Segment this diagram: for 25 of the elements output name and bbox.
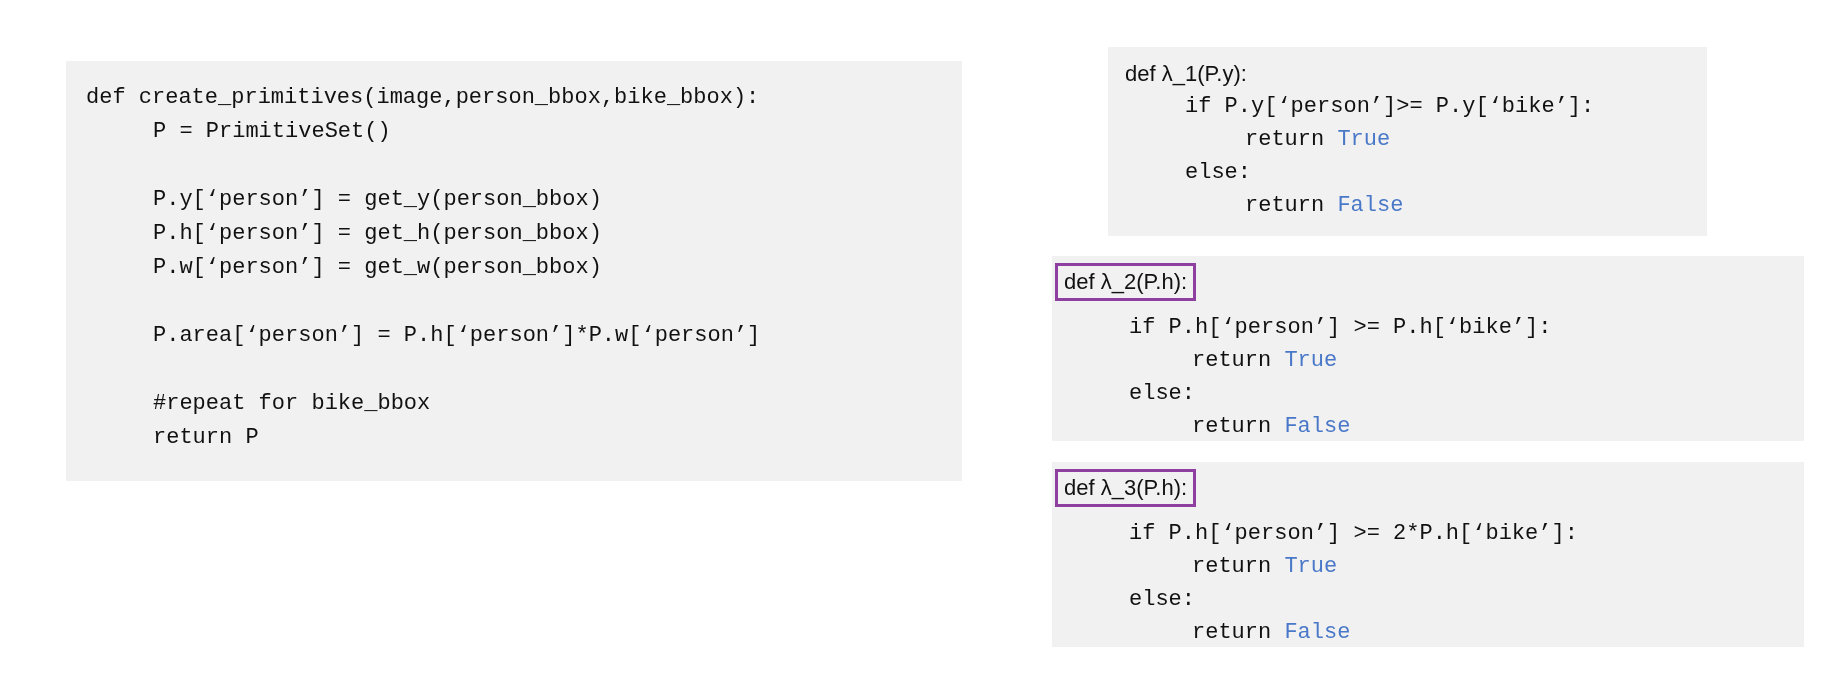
code-line: return False (1192, 413, 1351, 441)
code-line: P.w[‘person’] = get_w(person_bbox) (153, 254, 602, 282)
code-line: else: (1129, 380, 1195, 408)
code-line: if P.y[‘person’]>= P.y[‘bike’]: (1185, 93, 1595, 121)
code-block (1052, 462, 1804, 647)
code-line: P.h[‘person’] = get_h(person_bbox) (153, 220, 602, 248)
code-line: if P.h[‘person’] >= 2*P.h[‘bike’]: (1129, 520, 1578, 548)
code-line: return True (1192, 553, 1338, 581)
code-line: #repeat for bike_bbox (153, 390, 431, 418)
highlighted-signature: def λ_3(P.h): (1055, 469, 1197, 507)
code-line: P.area[‘person’] = P.h[‘person’]*P.w[‘person’] (153, 322, 761, 350)
code-line: if P.h[‘person’] >= P.h[‘bike’]: (1129, 314, 1552, 342)
code-block (1052, 256, 1804, 441)
code-line: return True (1192, 347, 1338, 375)
code-line: return False (1192, 619, 1351, 647)
code-line: P.y[‘person’] = get_y(person_bbox) (153, 186, 602, 214)
code-line: P = PrimitiveSet() (153, 118, 391, 146)
code-line: else: (1129, 586, 1195, 614)
code-line: return True (1245, 126, 1391, 154)
code-line: def create_primitives(image,person_bbox,bike_bbox): (86, 84, 760, 112)
code-line: def λ_1(P.y): (1125, 60, 1247, 88)
code-line: return P (153, 424, 259, 452)
highlighted-signature: def λ_2(P.h): (1055, 263, 1197, 301)
code-line: return False (1245, 192, 1404, 220)
code-line: else: (1185, 159, 1251, 187)
